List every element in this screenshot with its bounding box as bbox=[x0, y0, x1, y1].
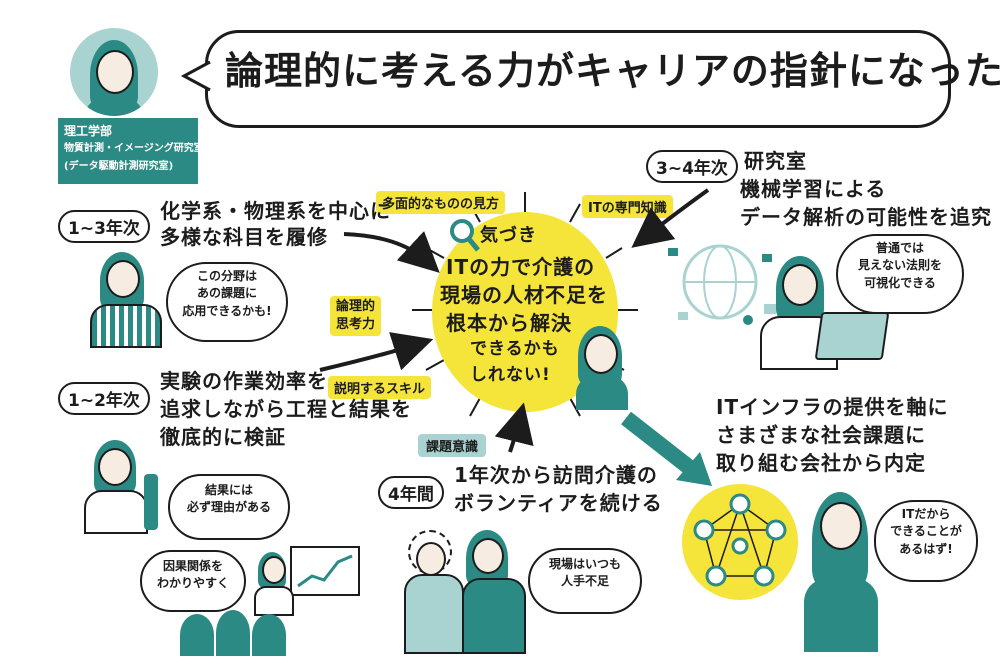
result-thought-1: ITだから bbox=[901, 507, 951, 521]
year12-line-2: 追求しながら工程と結果を bbox=[160, 397, 412, 421]
student-microscope-illustration bbox=[78, 440, 168, 536]
headline-bubble bbox=[205, 30, 951, 128]
department-line-1: 理工学部 bbox=[64, 124, 113, 138]
audience-illustration bbox=[180, 606, 310, 656]
year13-line-2: 多様な科目を履修 bbox=[160, 225, 328, 249]
skill-tag-ronri: 論理的 思考力 bbox=[330, 296, 382, 337]
result-line-1: ITインフラの提供を軸に bbox=[716, 395, 949, 419]
year-label-1-3: 1~3年次 bbox=[58, 210, 150, 243]
presentation-board-illustration bbox=[290, 546, 360, 596]
year34-thought-2: 見えない法則を bbox=[857, 258, 942, 273]
skill-tag-setsumei: 説明するスキル bbox=[328, 376, 432, 399]
headline-bubble-tail bbox=[180, 60, 211, 92]
year12-line-3: 徹底的に検証 bbox=[160, 425, 286, 449]
network-circle-illustration bbox=[682, 484, 798, 600]
center-line-2: 現場の人材不足を bbox=[440, 283, 608, 307]
year4-thought-1: 現場はいつも bbox=[548, 557, 621, 571]
center-line-3: 根本から解決 bbox=[446, 311, 572, 335]
student-studying-illustration bbox=[86, 252, 166, 350]
year4-line-2: ボランティアを続ける bbox=[454, 491, 663, 515]
skill-tag-ronri-1: 論理的 bbox=[336, 299, 376, 314]
center-line-1: ITの力で介護の bbox=[446, 255, 596, 279]
department-badge: 理工学部 物質計測・イメージング研究室 (データ駆動計測研究室) bbox=[58, 118, 204, 184]
year4-thought-bubble: 現場はいつも 人手不足 bbox=[528, 548, 642, 614]
skill-tag-tamen: 多面的なものの見方 bbox=[376, 191, 506, 214]
year-label-1-2: 1~2年次 bbox=[58, 382, 150, 415]
magnifier-icon bbox=[450, 219, 480, 252]
year34-line-3: データ解析の可能性を追究 bbox=[740, 205, 992, 229]
year12-explain-bubble: 因果関係を わかりやすく bbox=[140, 550, 246, 612]
result-line-2: さまざまな社会課題に bbox=[716, 423, 926, 447]
result-thought-3: あるはず! bbox=[899, 541, 953, 556]
year12-line-1: 実験の作業効率を bbox=[160, 369, 328, 393]
year-label-3-4: 3~4年次 bbox=[646, 150, 738, 183]
headline-text: 論理的に考える力がキャリアの指針になった! bbox=[225, 49, 1005, 93]
result-thought-bubble: ITだから できることが あるはず! bbox=[874, 500, 978, 582]
year13-thought-3: 応用できるかも! bbox=[182, 303, 272, 318]
presenter-illustration bbox=[252, 552, 294, 616]
year12-thought-bubble: 結果には 必ず理由がある bbox=[168, 474, 290, 540]
year4-thought-2: 人手不足 bbox=[560, 574, 609, 589]
year34-thought-bubble: 普通では 見えない法則を 可視化できる bbox=[836, 234, 964, 314]
student-laptop-illustration bbox=[746, 256, 890, 370]
year34-line-2: 機械学習による bbox=[740, 177, 887, 201]
year34-thought-1: 普通では bbox=[875, 241, 924, 255]
year4-line-1: 1年次から訪問介護の bbox=[454, 463, 658, 487]
department-line-3: (データ駆動計測研究室) bbox=[64, 161, 174, 172]
result-line-3: 取り組む会社から内定 bbox=[716, 451, 926, 475]
year-label-4years: 4年間 bbox=[378, 476, 444, 509]
center-line-5: しれない! bbox=[470, 365, 551, 385]
skill-tag-kadai: 課題意識 bbox=[418, 434, 487, 457]
kizuki-label: 気づき bbox=[480, 225, 537, 246]
year13-thought-2: あの課題に bbox=[196, 286, 257, 301]
caregiving-illustration bbox=[404, 520, 534, 654]
header-avatar bbox=[70, 28, 158, 116]
year12-thought-2: 必ず理由がある bbox=[186, 500, 271, 515]
year34-line-1: 研究室 bbox=[744, 149, 807, 173]
year12-explain-2: わかりやすく bbox=[156, 576, 229, 591]
year34-thought-3: 可視化できる bbox=[864, 275, 936, 290]
result-thought-2: できることが bbox=[890, 524, 962, 539]
year13-thought-bubble: この分野は あの課題に 応用できるかも! bbox=[166, 262, 288, 342]
skill-tag-ronri-2: 思考力 bbox=[336, 317, 376, 333]
year13-line-1: 化学系・物理系を中心に bbox=[160, 199, 391, 223]
data-network-globe-illustration bbox=[668, 244, 776, 325]
center-girl-illustration bbox=[572, 326, 632, 410]
year12-explain-1: 因果関係を bbox=[162, 559, 223, 573]
year13-thought-1: この分野は bbox=[196, 269, 257, 283]
year12-thought-1: 結果には bbox=[204, 483, 253, 497]
successful-student-illustration bbox=[796, 492, 886, 652]
department-line-2: 物質計測・イメージング研究室 bbox=[64, 143, 204, 154]
center-line-4: できるかも bbox=[470, 339, 560, 359]
